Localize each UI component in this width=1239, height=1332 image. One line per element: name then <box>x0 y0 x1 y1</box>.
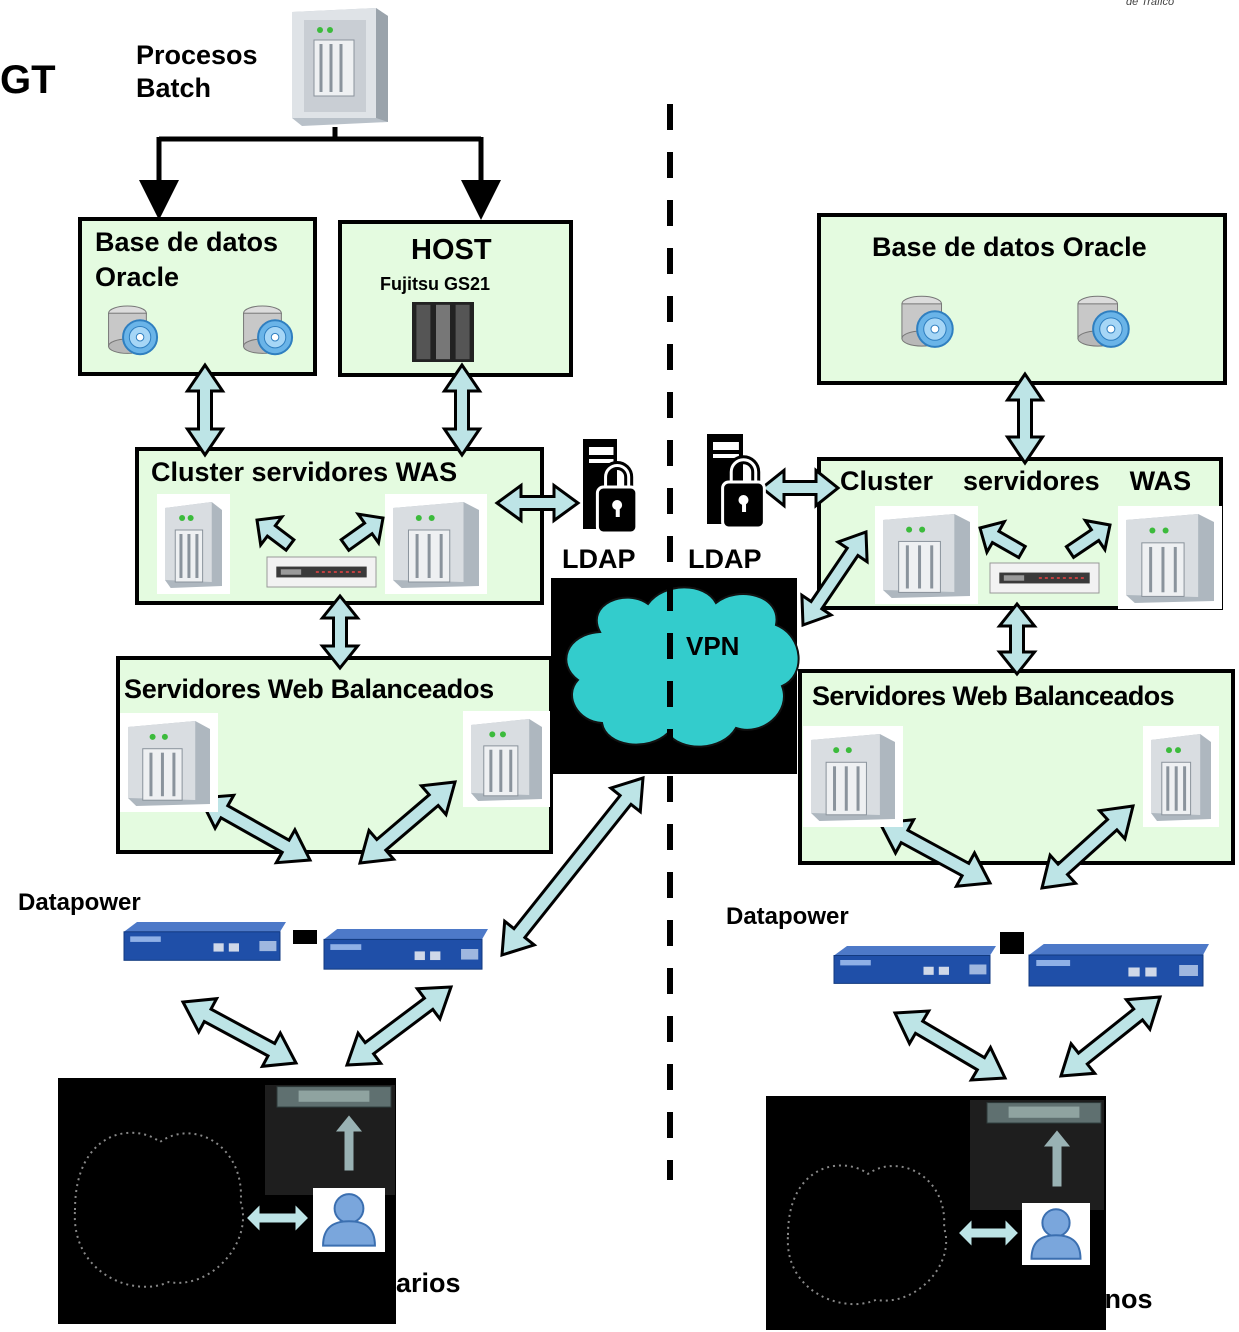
right-was-server-icon-2 <box>1118 506 1222 609</box>
left-web-arrow-a <box>197 793 313 865</box>
left-web-title: Servidores Web Balanceados <box>124 674 494 704</box>
left-ldap-label: LDAP <box>562 544 636 574</box>
right-ldap-lock-icon <box>701 432 773 532</box>
left-web-server-icon-1 <box>120 713 218 812</box>
mainframe-icon <box>408 298 478 366</box>
host-subtitle: Fujitsu GS21 <box>380 274 491 294</box>
vpn-right-cluster-arrow <box>800 529 869 628</box>
batch-label-line2: Batch <box>136 73 212 103</box>
right-cluster-fork-arrow-a <box>978 519 1028 560</box>
right-was-server-icon-1 <box>875 506 978 604</box>
page-title-fragment: GT <box>0 58 56 102</box>
right-web-arrow-a <box>877 818 993 888</box>
right-datapower-link <box>1000 932 1024 954</box>
right-web-title: Servidores Web Balanceados <box>812 681 1175 711</box>
left-db-icon-1 <box>101 300 164 360</box>
right-db-title: Base de datos Oracle <box>872 232 1147 262</box>
left-network-cloud <box>73 1131 244 1288</box>
left-cluster-fork-arrow-b <box>339 512 385 553</box>
left-cluster-title: Cluster servidores WAS <box>151 457 458 487</box>
right-cluster-web-arrow <box>996 601 1038 677</box>
right-network-cloud <box>786 1164 947 1306</box>
right-datapower-icon-1 <box>830 942 1000 987</box>
left-cluster-fork-arrow-a <box>255 514 296 553</box>
right-datapower-arrow-a <box>892 1009 1008 1082</box>
corner-caption: de Tráfico <box>1126 0 1175 8</box>
right-load-balancer-icon <box>988 561 1101 595</box>
right-db-icon-2 <box>1070 290 1136 353</box>
left-users-label: Funcionarios <box>291 1268 461 1298</box>
left-user-network-arrow <box>242 1198 313 1238</box>
left-user-icon <box>313 1188 385 1252</box>
left-ldap-lock-icon <box>577 437 645 537</box>
right-db-cluster-arrow <box>1004 371 1046 466</box>
left-datapower-icon-2 <box>320 925 492 973</box>
vpn-cloud-icon <box>565 586 800 748</box>
right-web-arrow-b <box>1040 804 1135 890</box>
left-db-title-line2: Oracle <box>95 262 180 292</box>
batch-connector <box>139 127 501 220</box>
right-cluster-fork-arrow-b <box>1064 518 1112 560</box>
right-users-label: Ciudadanos <box>998 1284 1153 1314</box>
right-user-network-arrow <box>954 1213 1023 1253</box>
left-load-balancer-icon <box>265 555 378 589</box>
left-datapower-link <box>293 930 317 944</box>
left-host-cluster-arrow <box>441 362 483 458</box>
right-datapower-icon-2 <box>1025 940 1213 990</box>
right-user-up-arrow <box>1037 1125 1077 1190</box>
left-was-server-icon-2 <box>385 494 487 594</box>
left-datapower-icon-1 <box>120 918 290 964</box>
left-cluster-web-arrow <box>319 593 361 671</box>
right-datapower-arrow-b <box>1058 995 1163 1078</box>
left-datapower-arrow-a <box>180 996 299 1069</box>
left-router-icon <box>275 1080 393 1113</box>
host-title: HOST <box>411 234 492 266</box>
batch-server-icon <box>288 6 392 128</box>
left-datapower-arrow-b <box>344 985 454 1067</box>
right-ldap-label: LDAP <box>688 544 762 574</box>
left-db-icon-2 <box>236 300 299 360</box>
right-cluster-title: Cluster servidores WAS <box>840 466 1192 496</box>
right-router-icon <box>985 1096 1103 1129</box>
vpn-label: VPN <box>686 631 740 661</box>
right-datapower-label: Datapower <box>726 903 849 930</box>
left-datapower-vpn-arrow <box>500 775 645 958</box>
right-db-box <box>817 213 1227 385</box>
left-web-server-icon-2 <box>463 711 550 807</box>
left-db-title-line1: Base de datos <box>95 227 279 257</box>
left-datapower-label: Datapower <box>18 889 141 916</box>
left-cluster-ldap-arrow <box>494 482 581 524</box>
right-web-server-icon-1 <box>803 726 903 827</box>
batch-label-line1: Procesos <box>136 40 258 70</box>
left-db-cluster-arrow <box>184 362 226 458</box>
left-user-up-arrow <box>329 1110 369 1174</box>
right-ldap-cluster-arrow <box>759 467 841 509</box>
right-user-icon <box>1022 1203 1090 1265</box>
left-web-arrow-b <box>357 780 458 865</box>
right-web-server-icon-2 <box>1143 726 1219 827</box>
right-db-icon-1 <box>894 290 960 353</box>
left-was-server-icon-1 <box>157 494 230 594</box>
